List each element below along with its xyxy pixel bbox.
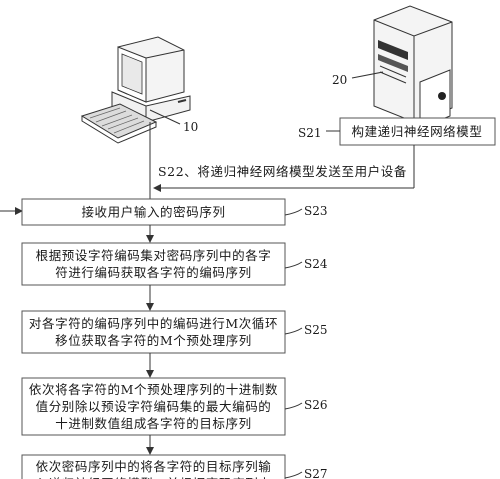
- s27-text-line: 依次密码序列中的将各字符的目标序列输: [36, 459, 272, 474]
- s27-text-line: 入递归神经网络模型，并根据密码序列中: [36, 476, 272, 479]
- s24-leader-line: [284, 261, 303, 269]
- s26-box: [21, 377, 286, 436]
- s26-text-line: 依次将各字符的M个预处理序列的十进制数: [29, 382, 278, 397]
- s26-text-line: 值分别除以预设字符编码集的最大编码的: [36, 399, 272, 414]
- s24-label: S24: [304, 257, 328, 271]
- user-device-leader-line: [149, 109, 181, 125]
- s21-box: [339, 117, 496, 146]
- computer-icon: [80, 36, 191, 144]
- server-icon: [373, 5, 453, 129]
- s23-label: S23: [304, 204, 328, 218]
- s25-box: [21, 310, 286, 354]
- s23-box: [21, 198, 286, 226]
- s26-label: S26: [304, 398, 328, 412]
- server-leader-line: [351, 71, 384, 79]
- s27-label: S27: [304, 467, 328, 479]
- s22-text: S22、将递归神经网络模型发送至用户设备: [158, 164, 407, 179]
- s25-text-line: 对各字符的编码序列中的编码进行M次循环: [29, 316, 278, 331]
- s21-text: 构建递归神经网络模型: [351, 124, 482, 139]
- s24-text-line: 根据预设字符编码集对密码序列中的各字: [36, 248, 272, 263]
- server-label: 20: [332, 73, 347, 87]
- s24-box: [21, 242, 286, 286]
- steps-group: 接收用户输入的密码序列 S23 根据预设字符编码集对密码序列中的各字符进行编码获取各…: [21, 198, 328, 479]
- s23-text-line: 接收用户输入的密码序列: [81, 205, 225, 220]
- s27-box: [21, 454, 286, 479]
- s27-leader-line: [284, 471, 303, 479]
- s25-leader-line: [284, 327, 303, 335]
- s25-text-line: 移位获取各字符的M个预处理序列: [55, 333, 252, 348]
- s24-text-line: 符进行编码获取各字符的编码序列: [55, 265, 252, 280]
- s26-text-line: 十进制数值组成各字符的目标序列: [55, 416, 252, 431]
- s21-label: S21: [298, 126, 322, 140]
- s26-leader-line: [284, 402, 303, 410]
- s23-leader-line: [284, 208, 303, 216]
- user-device-label: 10: [183, 120, 198, 134]
- s25-label: S25: [304, 323, 328, 337]
